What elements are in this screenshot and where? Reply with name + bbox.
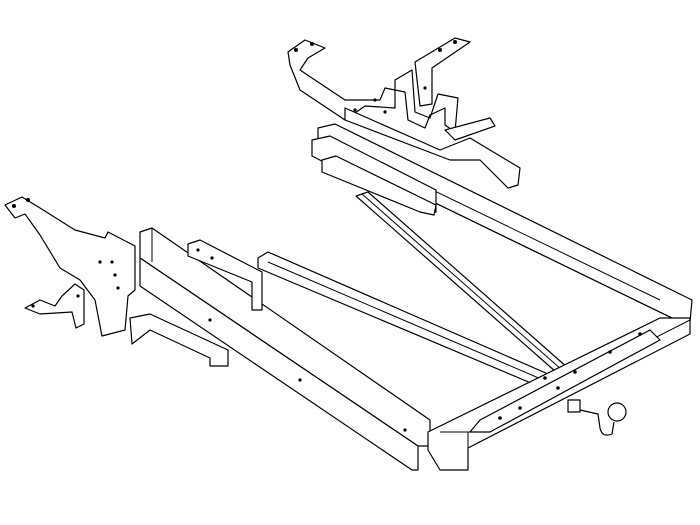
left-mounting-bracket [4, 196, 229, 367]
rail-support-bracket [187, 239, 263, 311]
tow-ball-hitch [567, 399, 627, 436]
right-mounting-bracket [287, 37, 521, 189]
small-l-bracket [24, 283, 85, 329]
right-side-rail [311, 123, 693, 323]
rear-crossbar [427, 317, 691, 471]
